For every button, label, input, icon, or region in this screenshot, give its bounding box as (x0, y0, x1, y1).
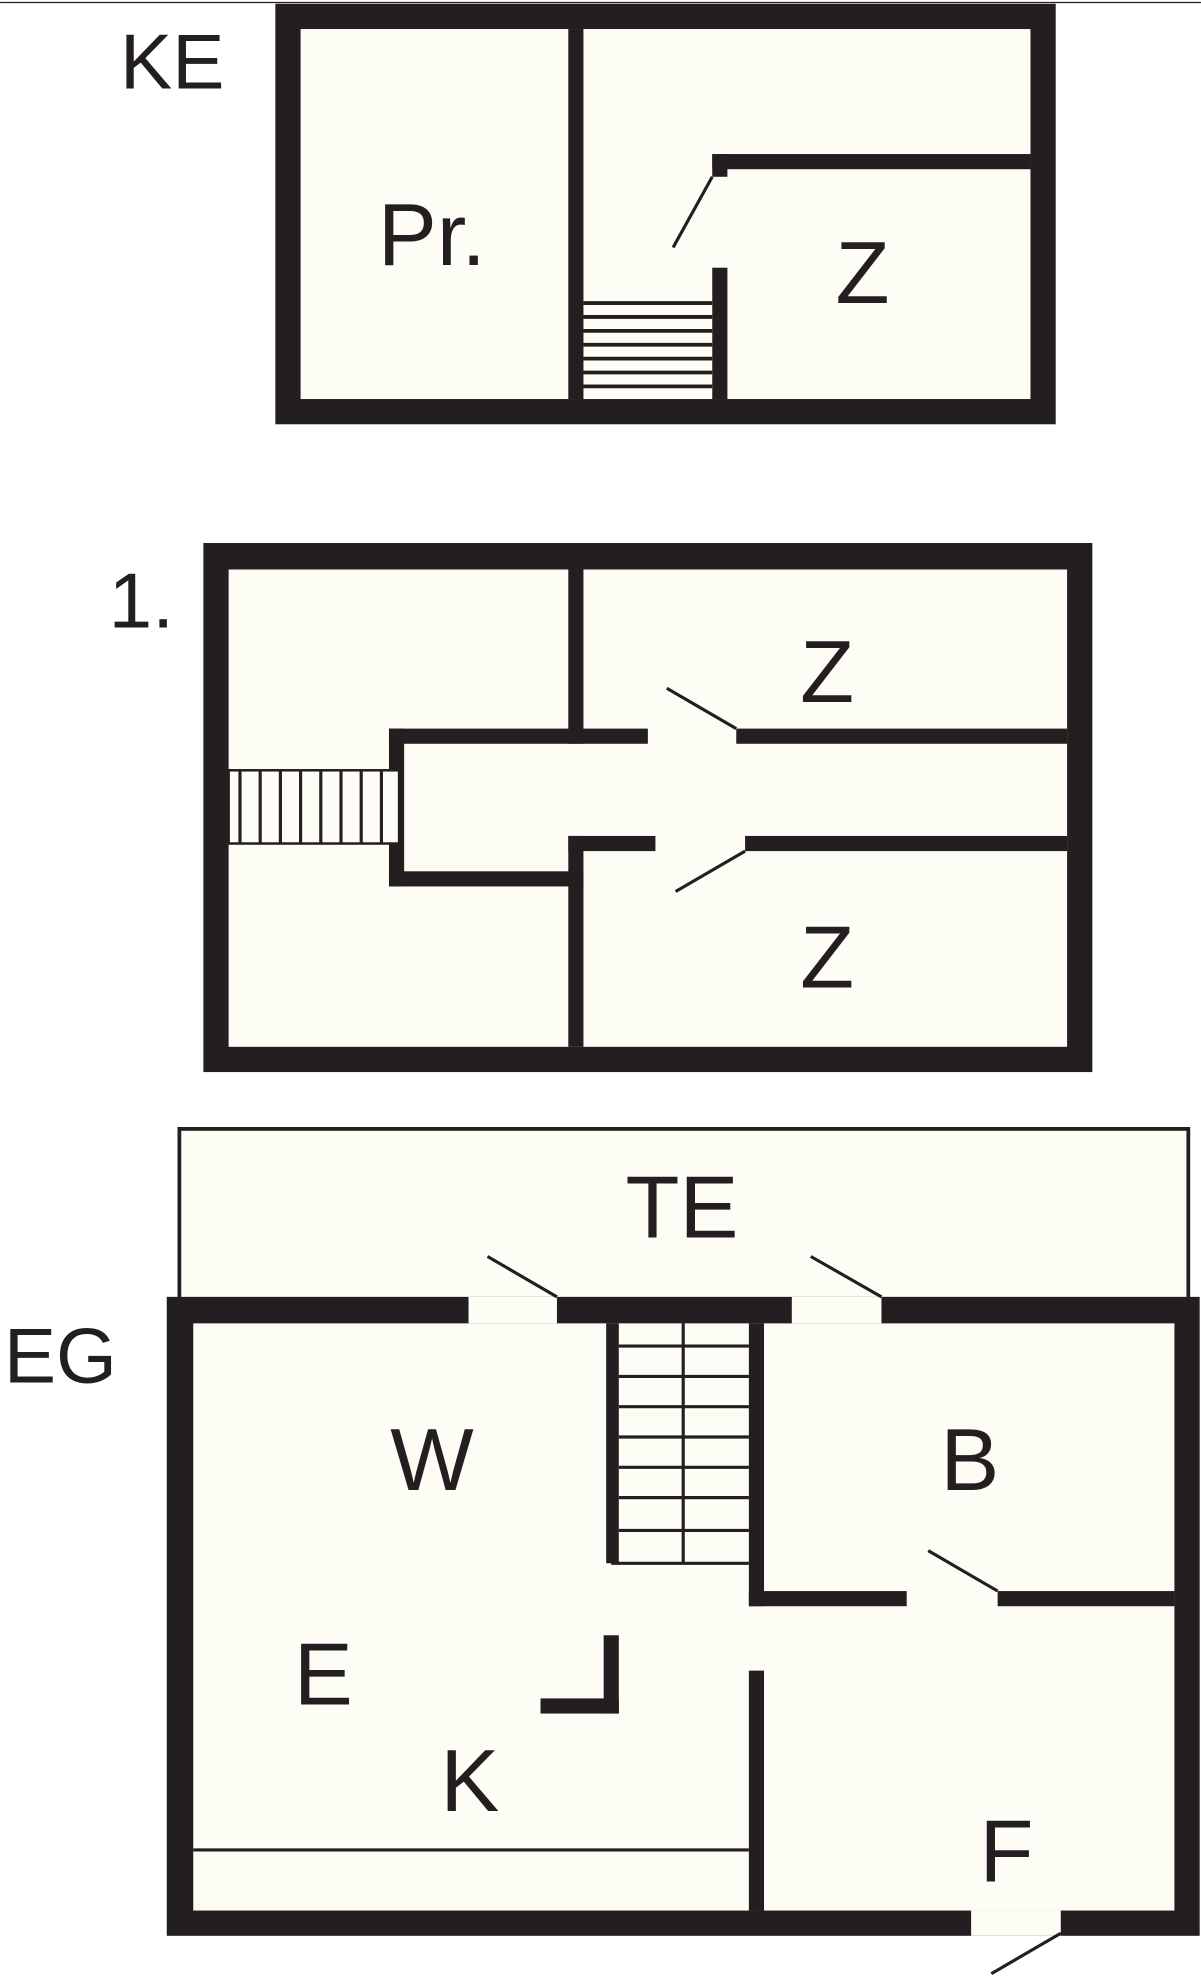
door-swing (809, 1255, 883, 1299)
door-swing (671, 176, 714, 249)
wall (603, 1635, 619, 1714)
wall (388, 871, 584, 887)
door-swing (486, 1255, 558, 1299)
room-label-terrace: TE (625, 1158, 738, 1257)
wall (712, 154, 1031, 170)
wall (997, 1591, 1175, 1607)
floor-label-basement: KE (120, 17, 224, 105)
wall (748, 1591, 907, 1607)
room-label-kitchen: K (440, 1731, 499, 1830)
wall (568, 835, 656, 852)
terrace (177, 1127, 1191, 1308)
room-label-hall: F (979, 1802, 1033, 1901)
room-label-bath: B (940, 1410, 999, 1509)
wall (568, 29, 584, 400)
wall (712, 154, 728, 177)
wall (748, 1323, 765, 1607)
door-swing (666, 686, 738, 730)
room-label-z-top: Z (800, 622, 854, 721)
first-floor-plan: 1. Z Z (109, 542, 1093, 1073)
ground-floor-plan: EG TE W B E K F (4, 1127, 1200, 1976)
staircase (583, 301, 713, 389)
door-swing (927, 1549, 999, 1593)
basement-interior (300, 29, 1031, 400)
staircase (611, 1323, 749, 1565)
wall (388, 728, 648, 744)
wall (568, 569, 584, 744)
door-opening (468, 1296, 557, 1324)
door-opening (791, 1296, 882, 1324)
staircase (227, 769, 401, 845)
room-label-z: Z (836, 223, 890, 322)
room-label-dining: E (294, 1625, 353, 1724)
room-label-z-bottom: Z (800, 907, 854, 1006)
wall (712, 267, 728, 400)
stair-steps (238, 770, 383, 844)
wall (748, 1670, 765, 1911)
room-label-storage: Pr. (378, 185, 486, 284)
room-label-living: W (390, 1410, 474, 1509)
wall (745, 835, 1068, 852)
wall (736, 728, 1068, 744)
door-swing (990, 1931, 1062, 1976)
door-swing (674, 849, 746, 893)
entrance-door-opening (971, 1910, 1061, 1936)
basement-plan: KE Pr. Z (120, 3, 1056, 425)
floor-label-first: 1. (109, 557, 174, 645)
wall (540, 1698, 619, 1714)
stair-wall (606, 1323, 619, 1564)
wall (568, 835, 584, 1047)
floor-label-ground: EG (4, 1312, 117, 1400)
